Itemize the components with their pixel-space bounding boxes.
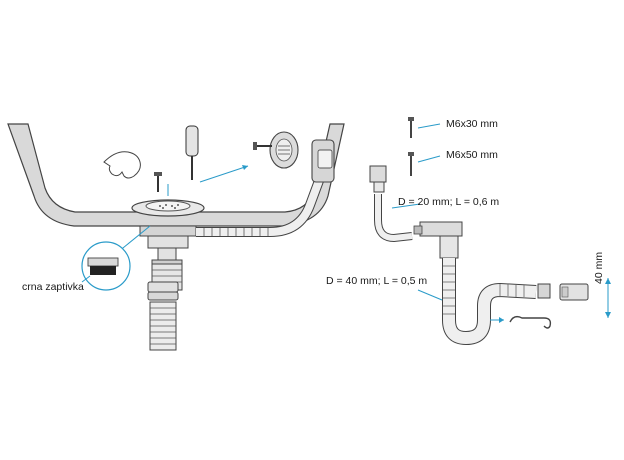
screw-m6x30-label: M6x30 mm — [446, 118, 498, 130]
screw-m6x50-leader — [417, 155, 441, 163]
hose-end-fitting — [537, 283, 551, 299]
gasket-leader — [81, 275, 91, 283]
cover-screw — [253, 142, 272, 150]
screw-m6x50 — [408, 152, 414, 176]
arrow-screw-to-overflow — [199, 165, 249, 183]
center-screw — [154, 172, 162, 192]
hook-arrow-head — [499, 317, 504, 323]
arrow-head — [242, 165, 248, 170]
drain-hose-leader — [417, 289, 443, 301]
hand-icon — [103, 151, 141, 179]
overflow-hose-label: D = 20 mm; L = 0,6 m — [398, 196, 499, 208]
height-label: 40 mm — [593, 252, 605, 284]
overflow-bracket — [369, 165, 387, 193]
overflow-cover — [269, 131, 299, 169]
trap-body — [413, 221, 463, 259]
arrow-gasket-callout — [117, 225, 151, 253]
hose-hook — [509, 315, 552, 329]
gasket-label: crna zaptivka — [22, 281, 84, 293]
screw-m6x30-leader — [417, 123, 441, 129]
outlet-reducer — [559, 283, 589, 301]
overflow-hose-right — [374, 194, 413, 243]
drain-hose-label: D = 40 mm; L = 0,5 m — [326, 275, 427, 287]
screw-m6x50-label: M6x50 mm — [446, 149, 498, 161]
drain-hose-s-trap — [442, 258, 537, 346]
corrugated-hose-vertical — [149, 301, 177, 351]
overflow-fitting — [311, 139, 335, 183]
sink-strainer — [131, 199, 205, 265]
screwdriver-icon — [185, 125, 199, 180]
overflow-hose-left — [196, 176, 325, 237]
screw-m6x30 — [408, 117, 414, 138]
hose-nut — [147, 281, 179, 301]
gasket-detail — [81, 241, 131, 291]
height-dimension — [605, 278, 611, 318]
overflow-hose-leader — [391, 203, 421, 209]
